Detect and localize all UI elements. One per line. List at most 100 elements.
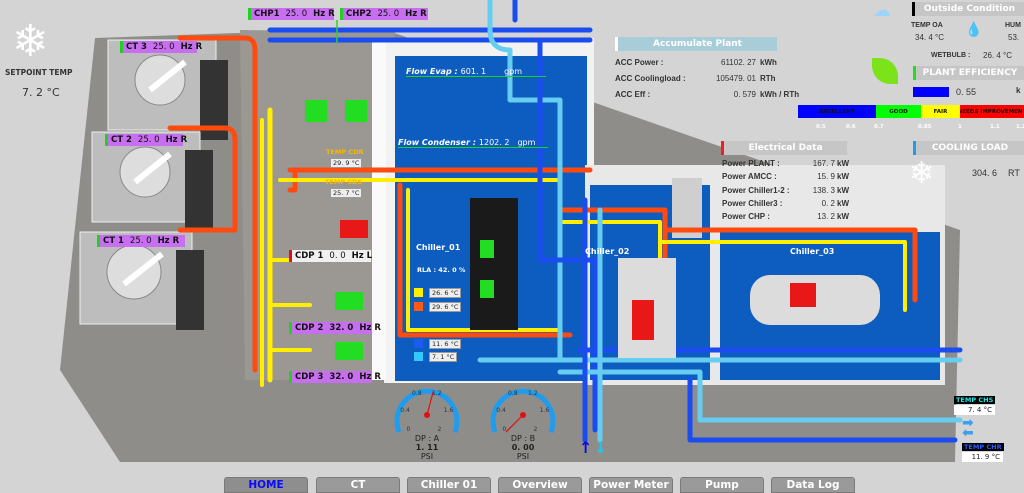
tag-unit: Hz R bbox=[313, 9, 335, 19]
efficiency-tick-label: 0.7 bbox=[874, 124, 884, 130]
gauge-tick-label: 0.4 bbox=[400, 406, 410, 414]
efficiency-tick-label: 1.1 bbox=[990, 124, 1000, 130]
supply-up-arrow-icon: ↑ bbox=[579, 438, 593, 457]
snowflake-icon: ❄ bbox=[12, 16, 49, 67]
tag-unit: Hz R bbox=[405, 9, 427, 19]
electrical-row-label: Power CHP : bbox=[722, 212, 770, 222]
tag-name: CDP 2 bbox=[295, 323, 324, 333]
gauge-tick-label: 0.8 bbox=[412, 390, 422, 398]
gauge-a-value: 1. 11 bbox=[415, 443, 439, 452]
electrical-row-label: Power Chiller1-2 : bbox=[722, 185, 790, 195]
tag-name: CDP 3 bbox=[295, 372, 324, 382]
wetbulb-label: WETBULB : bbox=[931, 52, 971, 59]
tag-name: CT 3 bbox=[126, 42, 147, 52]
legend-orange bbox=[414, 302, 423, 311]
chiller-01-temp-lightblue: 7. 1 °C bbox=[429, 352, 458, 362]
return-down-arrow-icon: ↓ bbox=[594, 438, 608, 457]
cdp2-motor bbox=[335, 292, 363, 310]
plant-efficiency-header: PLANT EFFICIENCY bbox=[913, 66, 1024, 80]
flow-evap-unit: gpm bbox=[504, 67, 523, 76]
gauge-tick-label: 1.6 bbox=[443, 406, 454, 414]
tag-value: 25. 0 bbox=[152, 42, 175, 52]
weather-cloud-rain-icon: ☁ bbox=[873, 0, 891, 21]
tag-value: 25. 0 bbox=[285, 9, 308, 19]
tag-value: 32. 0 bbox=[329, 372, 354, 382]
legend-blue bbox=[414, 339, 423, 348]
acc-row-label: ACC Coolingload : bbox=[615, 74, 686, 83]
gauge-tick-label: 1.2 bbox=[527, 390, 538, 398]
gauge-tick-label: 2 bbox=[533, 425, 538, 433]
tag-unit: Hz R bbox=[165, 135, 188, 145]
electrical-row-value: 0. 2 bbox=[821, 198, 835, 208]
temp-cdr-label: TEMP CDR bbox=[326, 148, 364, 156]
cooling-load-unit: RT bbox=[1008, 168, 1020, 178]
temp-chs-label: TEMP CHS bbox=[954, 396, 996, 404]
gauge-needle bbox=[505, 414, 524, 433]
electrical-row-label: Power PLANT : bbox=[722, 159, 780, 168]
electrical-row-value: 13. 2 bbox=[817, 212, 835, 222]
electrical-row-value: 167. 7 bbox=[812, 159, 835, 168]
chp2-motor bbox=[345, 100, 367, 122]
gauge-tick-label: 0 bbox=[502, 425, 507, 433]
chiller-01-temp-yellow: 26. 6 °C bbox=[429, 288, 462, 298]
tag-value: 25. 0 bbox=[137, 135, 160, 145]
temp-chs-value: 7. 4 °C bbox=[954, 405, 995, 415]
flow-evap-label: Flow Evap : bbox=[406, 67, 458, 76]
electrical-row-value: 15. 9 bbox=[817, 172, 835, 182]
gauge-tick-label: 0.4 bbox=[496, 406, 506, 414]
efficiency-tick-label: 0.5 bbox=[816, 124, 826, 130]
electrical-row-label: Power AMCC : bbox=[722, 172, 777, 182]
nav-tab-overview[interactable]: Overview bbox=[498, 477, 582, 493]
tag-value: 25. 0 bbox=[129, 236, 152, 246]
gauge-a-unit: PSI bbox=[420, 452, 434, 461]
tag-name: CHP2 bbox=[346, 9, 372, 19]
chiller-01-temp-blue: 11. 6 °C bbox=[429, 339, 462, 349]
accumulate-header: Accumulate Plant bbox=[615, 37, 777, 51]
temp-chr-value: 11. 9 °C bbox=[962, 452, 1003, 462]
gauge-tick-label: 2 bbox=[437, 425, 442, 433]
flow-cond-label: Flow Condenser : bbox=[398, 138, 476, 147]
tag-value: 0. 0 bbox=[329, 251, 346, 261]
gauge-tick-label: 1.6 bbox=[539, 406, 550, 414]
cooling-load-value: 304. 6 bbox=[972, 168, 998, 178]
electrical-row-value: 138. 3 bbox=[812, 185, 835, 195]
tag-value: 25. 0 bbox=[377, 9, 400, 19]
efficiency-scale-needs-improvement: NEEDS IMPROVEMENT bbox=[960, 105, 1024, 118]
tag-unit: Hz R bbox=[359, 323, 381, 333]
chiller-02-label[interactable]: Chiller_02 bbox=[585, 247, 630, 256]
electrical-row-unit: kW bbox=[837, 212, 849, 222]
efficiency-value: 0. 55 bbox=[956, 87, 977, 97]
chp2-tag[interactable]: CHP2 25. 0 Hz R bbox=[340, 8, 428, 20]
electrical-row-label: Power Chiller3 : bbox=[722, 198, 783, 208]
cooling-tower-1 bbox=[79, 231, 204, 330]
cooling-tower-3 bbox=[107, 39, 228, 140]
efficiency-scale-excellent: EXCELLENT bbox=[798, 105, 876, 118]
efficiency-tick-label: 1.2 bbox=[1016, 124, 1024, 130]
tag-unit: Hz R bbox=[157, 236, 180, 246]
chiller-01-label[interactable]: Chiller_01 bbox=[416, 243, 461, 252]
efficiency-scale-fair: FAIR bbox=[921, 105, 960, 118]
acc-row-unit: kWh / RTh bbox=[760, 90, 800, 99]
electrical-header: Electrical Data bbox=[721, 141, 847, 155]
tag-name: CT 1 bbox=[103, 236, 124, 246]
ct1-tag[interactable]: CT 1 25. 0 Hz R bbox=[97, 235, 185, 247]
efficiency-tick-label: 1 bbox=[958, 124, 962, 130]
nav-tab-home[interactable]: HOME bbox=[224, 477, 308, 493]
gauge-b-unit: PSI bbox=[516, 452, 530, 461]
gauge-tick-label: 1.2 bbox=[431, 390, 442, 398]
gauge-dp-b bbox=[490, 388, 556, 433]
acc-row-unit: kWh bbox=[760, 58, 777, 67]
electrical-row-unit: kW bbox=[837, 172, 849, 182]
gauge-b-value: 0. 00 bbox=[511, 443, 535, 452]
chiller-01-unit bbox=[470, 198, 518, 330]
chiller-03-label[interactable]: Chiller_03 bbox=[790, 247, 835, 256]
legend-lightblue bbox=[414, 352, 423, 361]
flow-direction-arrows-icon: ➡⬅ bbox=[962, 415, 974, 441]
chiller-01-temp-orange: 29. 6 °C bbox=[429, 302, 462, 312]
